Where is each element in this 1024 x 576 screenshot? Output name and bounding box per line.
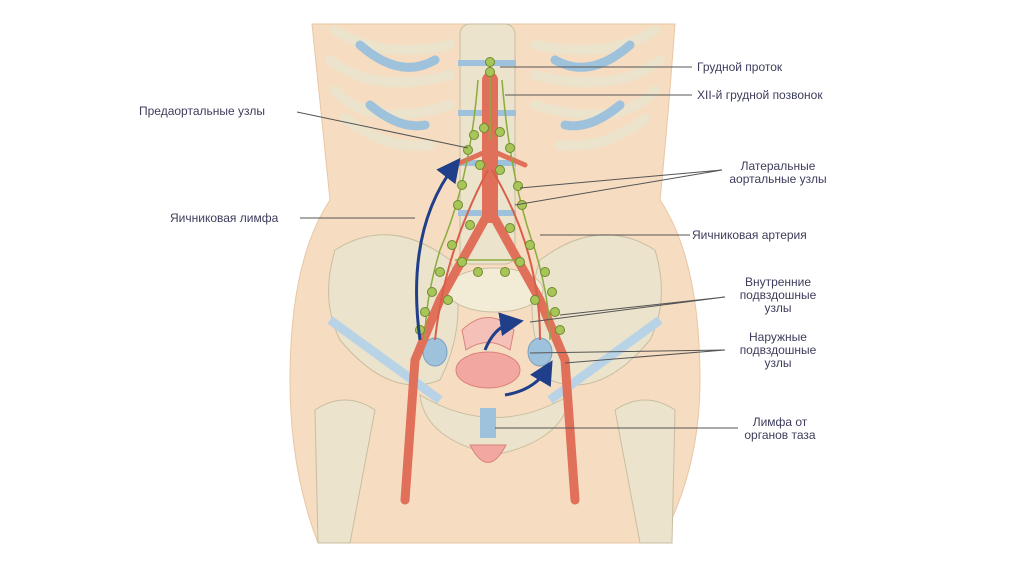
label-pelvic-organ-lymph-line2: органов таза — [744, 428, 816, 442]
uterus — [455, 317, 521, 463]
label-preaortic-nodes: Предаортальные узлы — [139, 104, 266, 118]
femurs — [314, 399, 676, 544]
label-internal-iliac-nodes-line2: подвздошные — [739, 288, 817, 302]
ovarian-arteries — [434, 169, 541, 341]
lymph-node — [515, 257, 525, 267]
lymph-node — [485, 67, 495, 77]
label-pelvic-organ-lymph-line1: Лимфа от — [752, 415, 808, 429]
label-internal-iliac-nodes-line3: узлы — [764, 301, 792, 315]
label-thoracic-duct: Грудной проток — [697, 60, 783, 74]
label-internal-iliac-nodes: Внутренние подвздошные узлы — [728, 276, 828, 315]
label-pelvic-organ-lymph: Лимфа от органов таза — [725, 416, 835, 442]
label-lateral-aortic-nodes-line1: Латеральные — [740, 159, 816, 173]
lymph-node — [475, 160, 485, 170]
lymph-node — [505, 143, 515, 153]
inguinal-ligament-left — [327, 316, 443, 404]
lymph-node — [465, 220, 475, 230]
label-xii-thoracic-vertebra: XII-й грудной позвонок — [697, 88, 823, 102]
leader-lines — [296, 66, 738, 429]
label-external-iliac-nodes-line3: узлы — [764, 356, 792, 370]
lymph-node — [547, 287, 557, 297]
lymph-node — [530, 295, 540, 305]
lymph-node — [550, 307, 560, 317]
lymph-node — [435, 267, 445, 277]
lymph-node — [495, 127, 505, 137]
label-internal-iliac-nodes-line1: Внутренние — [744, 275, 812, 289]
lymph-node — [485, 57, 495, 67]
lymph-node — [447, 240, 457, 250]
label-lateral-aortic-nodes-line2: аортальные узлы — [729, 172, 827, 186]
lymph-node — [505, 223, 515, 233]
rib-cage-left — [325, 25, 455, 151]
lymph-node — [500, 267, 510, 277]
lymph-node — [457, 180, 467, 190]
lymph-node — [420, 307, 430, 317]
lymph-flow-arrows — [415, 157, 553, 397]
label-external-iliac-nodes-line2: подвздошные — [739, 343, 817, 357]
lymph-node — [457, 257, 467, 267]
lymph-node — [473, 267, 483, 277]
label-lateral-aortic-nodes: Латеральные аортальные узлы — [718, 160, 838, 186]
lymph-node — [427, 287, 437, 297]
label-external-iliac-nodes: Наружные подвздошные узлы — [728, 331, 828, 370]
lymph-node — [525, 240, 535, 250]
label-ovarian-artery: Яичниковая артерия — [692, 228, 807, 242]
label-ovarian-lymph: Яичниковая лимфа — [170, 211, 279, 225]
label-external-iliac-nodes-line1: Наружные — [749, 330, 807, 344]
lymph-node — [495, 165, 505, 175]
lymph-node — [469, 130, 479, 140]
lymph-node — [479, 123, 489, 133]
lymph-node — [513, 181, 523, 191]
lymph-node — [453, 200, 463, 210]
lymph-node — [517, 200, 527, 210]
lymph-node — [443, 295, 453, 305]
ovary-right — [527, 337, 553, 367]
lymph-node — [555, 325, 565, 335]
lymph-node — [540, 267, 550, 277]
